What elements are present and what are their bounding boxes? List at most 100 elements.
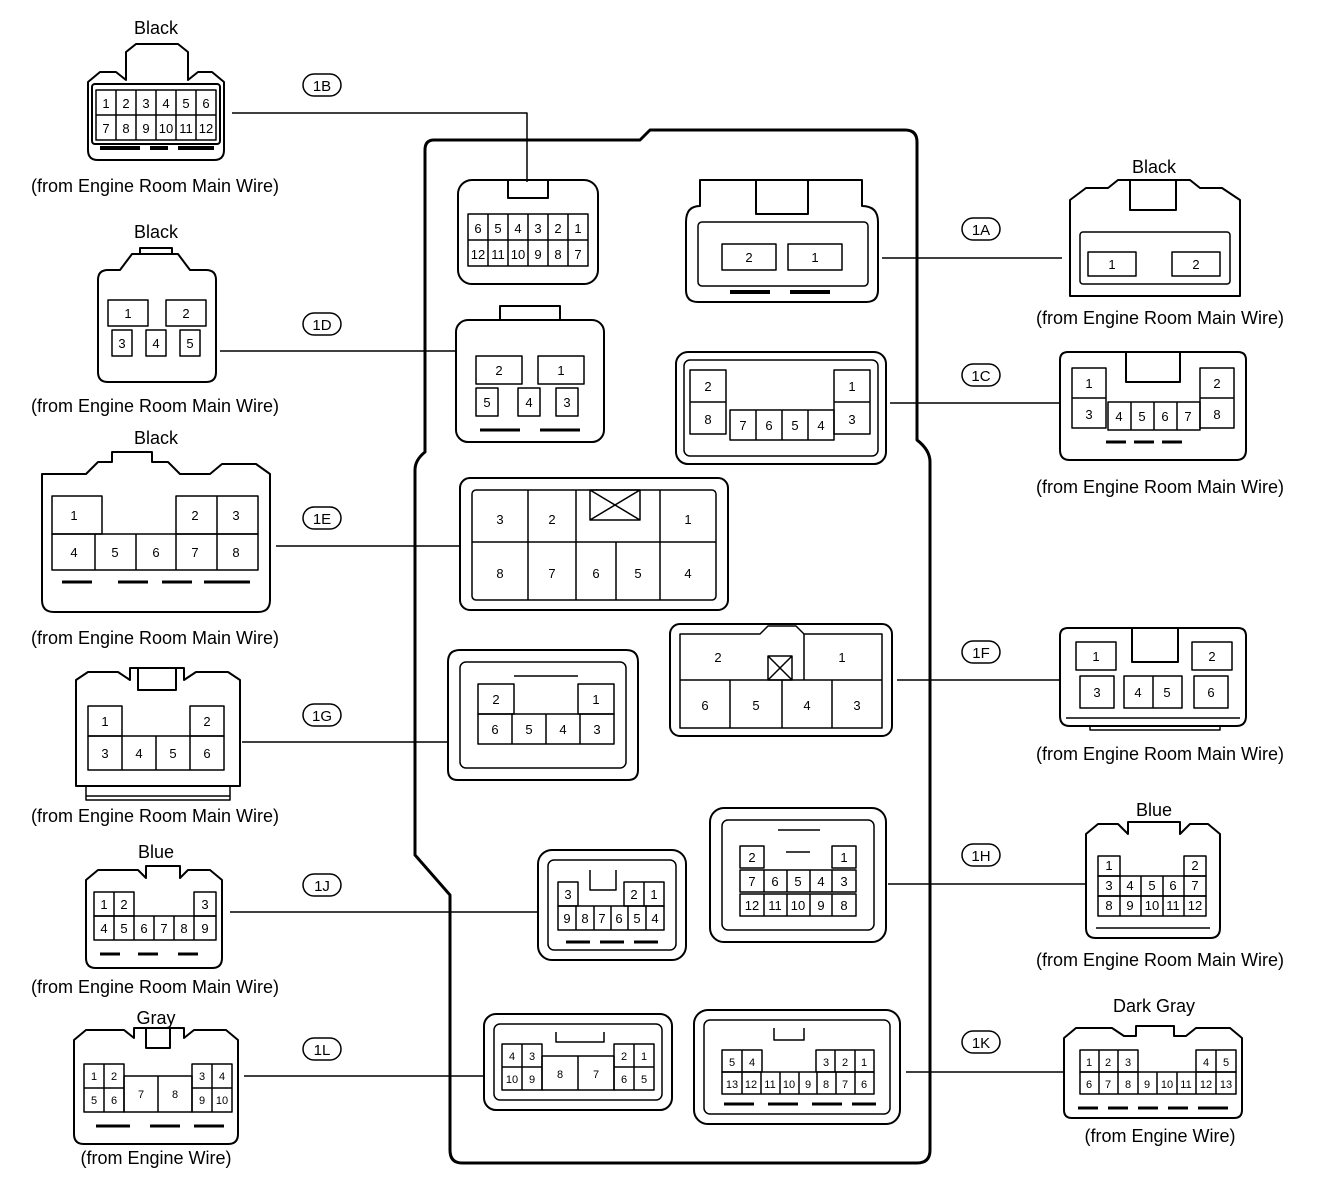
- connector-1D-block: 2 1 5 4 3: [455, 305, 605, 443]
- pin-1C-block: 3: [848, 412, 855, 427]
- pin-1C-side: 1: [1085, 376, 1092, 391]
- pin-1B-block: 7: [574, 247, 581, 262]
- pin-1H-block: 11: [768, 898, 782, 913]
- pin-1B-block: 2: [554, 221, 561, 236]
- pin-1K-side: 11: [1180, 1079, 1191, 1091]
- pin-1A-block: 2: [745, 250, 752, 265]
- pin-1H-side: 8: [1105, 898, 1112, 913]
- pin-1B-side: 6: [202, 96, 209, 111]
- pin-1D-block: 4: [525, 395, 532, 410]
- pin-1B-side: 9: [142, 121, 149, 136]
- pin-1J-block: 8: [581, 911, 588, 926]
- pin-1B-side: 11: [179, 121, 193, 136]
- pin-1G-block: 6: [491, 722, 498, 737]
- pin-1B-side: 2: [122, 96, 129, 111]
- pin-1J-block: 3: [564, 887, 571, 902]
- pin-1B-side: 4: [162, 96, 169, 111]
- pin-1H-side: 2: [1191, 858, 1198, 873]
- pin-1B-side: 7: [102, 121, 109, 136]
- pin-1J-block: 5: [633, 911, 640, 926]
- pin-1B-block: 3: [534, 221, 541, 236]
- connector-1D-side: 1 2 3 4 5: [97, 247, 217, 383]
- connector-1G-side: 1 2 3 4 5 6: [75, 667, 241, 801]
- pin-1H-side: 10: [1145, 898, 1159, 913]
- caption-1J: (from Engine Room Main Wire): [31, 977, 279, 997]
- pin-1L-side: 1: [91, 1071, 97, 1083]
- svg-text:1B: 1B: [313, 78, 331, 95]
- pin-1C-side: 6: [1161, 409, 1168, 424]
- pin-1F-block: 5: [752, 698, 759, 713]
- connector-1C-block: 2 1 8 7 6 5 4 3: [675, 351, 887, 465]
- connector-1E-side: 1 2 3 4 5 6 7 8: [41, 451, 271, 613]
- pin-1D-side: 1: [124, 306, 131, 321]
- pin-1K-side: 3: [1125, 1057, 1131, 1069]
- color-label-1K: Dark Gray: [1113, 996, 1195, 1016]
- pin-1D-block: 3: [563, 395, 570, 410]
- tag-1J: 1J: [302, 873, 342, 897]
- pin-1B-side: 8: [122, 121, 129, 136]
- caption-1K: (from Engine Wire): [1084, 1126, 1235, 1146]
- svg-text:1L: 1L: [314, 1042, 331, 1059]
- connector-1G-block: 2 1 6 5 4 3: [447, 649, 639, 781]
- pin-1D-side: 3: [118, 336, 125, 351]
- caption-1D: (from Engine Room Main Wire): [31, 396, 279, 416]
- pin-1J-side: 5: [120, 921, 127, 936]
- pin-1D-block: 2: [495, 363, 502, 378]
- pin-1C-side: 7: [1184, 409, 1191, 424]
- pin-1F-side: 6: [1207, 685, 1214, 700]
- tag-1G: 1G: [302, 703, 342, 727]
- leader-line-1B: [232, 112, 528, 182]
- pin-1A-side: 1: [1108, 257, 1115, 272]
- pin-1G-side: 6: [203, 746, 210, 761]
- pin-1K-block: 8: [823, 1079, 829, 1091]
- pin-1K-block: 10: [783, 1079, 795, 1091]
- pin-1E-block: 8: [496, 566, 503, 581]
- pin-1K-block: 13: [726, 1079, 738, 1091]
- connector-1K-side: 1 2 3 4 5 6 7 8 9 10 11 12 13: [1063, 1025, 1243, 1119]
- pin-1A-side: 2: [1192, 257, 1199, 272]
- color-label-1B: Black: [134, 18, 179, 38]
- pin-1D-block: 1: [557, 363, 564, 378]
- pin-1K-side: 9: [1144, 1079, 1150, 1091]
- svg-text:1K: 1K: [972, 1035, 990, 1052]
- pin-1C-block: 4: [817, 418, 824, 433]
- pin-1J-side: 7: [160, 921, 167, 936]
- pin-1D-side: 2: [182, 306, 189, 321]
- pin-grid-1B-side: [95, 89, 217, 141]
- pin-1J-block: 4: [651, 911, 658, 926]
- pin-1G-block: 4: [559, 722, 566, 737]
- tag-1C: 1C: [961, 363, 1001, 387]
- pin-1E-block: 5: [634, 566, 641, 581]
- pin-1L-side: 6: [111, 1095, 117, 1107]
- pin-1L-block: 8: [557, 1069, 563, 1081]
- pin-1E-block: 3: [496, 512, 503, 527]
- pin-1B-side: 10: [159, 121, 173, 136]
- pin-1L-block: 9: [529, 1074, 535, 1086]
- pin-1E-side: 6: [152, 545, 159, 560]
- pin-1E-side: 5: [111, 545, 118, 560]
- pin-1J-block: 6: [615, 911, 622, 926]
- caption-1E: (from Engine Room Main Wire): [31, 628, 279, 648]
- pin-1K-side: 5: [1223, 1057, 1229, 1069]
- caption-1A: (from Engine Room Main Wire): [1036, 308, 1284, 328]
- pin-1J-block: 9: [563, 911, 570, 926]
- tag-1A: 1A: [961, 217, 1001, 241]
- pin-1B-block: 4: [514, 221, 521, 236]
- pin-1K-block: 12: [745, 1079, 757, 1091]
- pin-1K-block: 6: [861, 1079, 867, 1091]
- tag-1E: 1E: [302, 506, 342, 530]
- connector-1K-block: 5 4 3 2 1 13 12 11 10 9 8 7 6: [693, 1009, 901, 1125]
- pin-1J-side: 9: [201, 921, 208, 936]
- color-label-1E: Black: [134, 428, 179, 448]
- pin-1H-block: 4: [817, 874, 824, 889]
- svg-text:1D: 1D: [312, 317, 331, 334]
- pin-1C-block: 2: [704, 379, 711, 394]
- pin-1K-block: 3: [823, 1057, 829, 1069]
- pin-1H-block: 1: [840, 850, 847, 865]
- connector-1A-block: 2 1: [685, 179, 879, 303]
- pin-1D-side: 5: [186, 336, 193, 351]
- tag-1F: 1F: [961, 640, 1001, 664]
- pin-1K-side: 12: [1200, 1079, 1212, 1091]
- pin-1L-side: 7: [138, 1089, 144, 1101]
- connector-1H-block: 2 1 7 6 5 4 3 12 11 10 9 8: [709, 807, 887, 943]
